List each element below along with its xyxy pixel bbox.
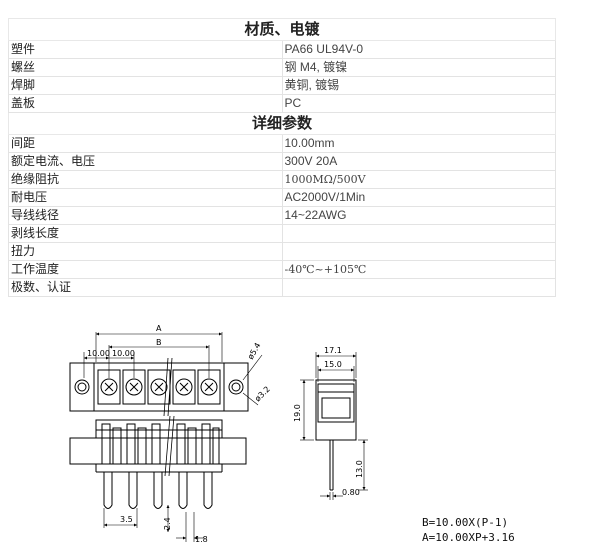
formula-b: B=10.00X(P-1) <box>422 516 509 529</box>
dim-label-b: B <box>156 338 162 347</box>
dim-label-pin-thickness: 0.80 <box>342 488 360 497</box>
dimension-lines-bottom <box>103 505 204 542</box>
dimension-lines-top <box>83 332 263 406</box>
row-value: 14~22AWG <box>281 206 556 225</box>
table-row: 额定电流、电压 300V 20A <box>8 152 556 171</box>
front-view-bottom <box>69 415 247 509</box>
table-row: 扭力 <box>8 242 556 261</box>
dim-label-side-height: 19.0 <box>293 404 302 422</box>
table-row: 螺丝 钢 M4, 镀镍 <box>8 58 556 77</box>
row-value: 1000MΩ/500V <box>281 170 556 189</box>
row-value: 钢 M4, 镀镍 <box>281 58 556 77</box>
row-label: 耐电压 <box>8 188 283 207</box>
dim-label-hole-small: ø3.2 <box>253 385 272 404</box>
row-label: 极数、认证 <box>8 278 283 297</box>
table-row: 耐电压 AC2000V/1Min <box>8 188 556 207</box>
row-value <box>281 278 556 297</box>
row-value: AC2000V/1Min <box>281 188 556 207</box>
row-value: -40℃~+105℃ <box>281 260 556 279</box>
spec-table: 材质、电镀 塑件 PA66 UL94V-0 螺丝 钢 M4, 镀镍 焊脚 黄铜,… <box>8 18 556 297</box>
dim-label-a: A <box>156 324 162 333</box>
table-row: 导线线径 14~22AWG <box>8 206 556 225</box>
front-view-top <box>69 357 249 417</box>
row-value: 300V 20A <box>281 152 556 171</box>
dim-label-pin-width: 1.8 <box>195 535 208 544</box>
side-view <box>300 352 368 500</box>
dim-label-pitch-2: 10.00 <box>112 349 135 358</box>
dim-label-pin-pitch: 3.5 <box>120 515 133 524</box>
dim-label-side-inner: 15.0 <box>324 360 342 369</box>
table-row: 绝缘阻抗 1000MΩ/500V <box>8 170 556 189</box>
dim-label-pin-length: 13.0 <box>355 460 364 478</box>
dim-label-pitch-1: 10.00 <box>87 349 110 358</box>
dim-label-side-width: 17.1 <box>324 346 342 355</box>
table-row: 极数、认证 <box>8 278 556 297</box>
formula-a: A=10.00XP+3.16 <box>422 531 515 544</box>
row-label: 额定电流、电压 <box>8 152 283 171</box>
dim-label-pin-offset: 2.4 <box>163 517 172 530</box>
table-row: 剥线长度 <box>8 224 556 243</box>
